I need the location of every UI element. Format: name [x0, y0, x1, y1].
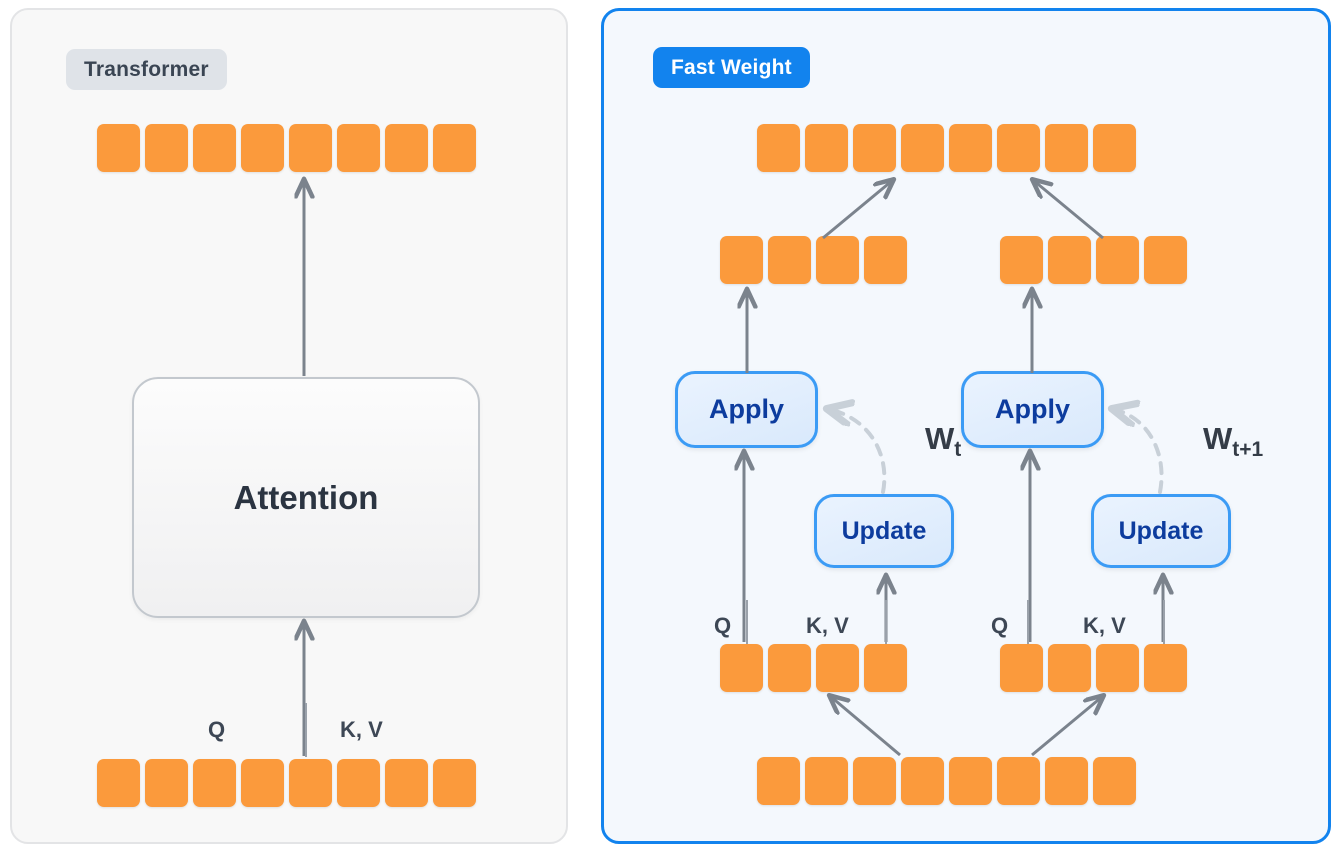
fast-weight-badge: Fast Weight	[653, 47, 810, 88]
token-block	[805, 757, 848, 805]
fast-weight-token-row-right	[1000, 644, 1187, 692]
token-block	[97, 759, 140, 807]
token-block	[1045, 124, 1088, 172]
weight-label-wt-sub: t	[954, 438, 962, 462]
token-block	[289, 124, 332, 172]
token-block	[241, 759, 284, 807]
fast-weight-output-token-row	[757, 124, 1136, 172]
token-block	[720, 644, 763, 692]
token-block	[97, 124, 140, 172]
token-block	[289, 759, 332, 807]
fast-weight-mid-row-right	[1000, 236, 1187, 284]
token-block	[1048, 236, 1091, 284]
token-block	[901, 124, 944, 172]
token-block	[1045, 757, 1088, 805]
token-block	[193, 759, 236, 807]
weight-label-wt-base: W	[925, 421, 955, 456]
token-block	[997, 124, 1040, 172]
fast-weight-q-label-left: Q	[714, 613, 732, 638]
attention-label: Attention	[233, 478, 379, 516]
token-block	[1144, 644, 1187, 692]
token-block	[193, 124, 236, 172]
token-block	[997, 757, 1040, 805]
token-block	[1096, 644, 1139, 692]
token-block	[720, 236, 763, 284]
fast-weight-input-token-row	[757, 757, 1136, 805]
fast-weight-kv-label-left: K, V	[806, 613, 849, 638]
token-block	[433, 124, 476, 172]
token-block	[757, 124, 800, 172]
token-block	[768, 644, 811, 692]
weight-label-wt1-sub: t+1	[1232, 438, 1264, 462]
token-block	[853, 124, 896, 172]
weight-label-wt1-base: W	[1203, 421, 1233, 456]
transformer-output-token-row	[97, 124, 476, 172]
token-block	[901, 757, 944, 805]
token-block	[1144, 236, 1187, 284]
token-block	[337, 124, 380, 172]
fast-weight-mid-row-left	[720, 236, 907, 284]
attention-box: Attention	[132, 377, 480, 618]
apply-node-left[interactable]: Apply	[675, 371, 818, 448]
fast-weight-q-label-right: Q	[991, 613, 1009, 638]
token-block	[1096, 236, 1139, 284]
fast-weight-kv-label-right: K, V	[1083, 613, 1126, 638]
fast-weight-token-row-left	[720, 644, 907, 692]
token-block	[864, 644, 907, 692]
update-node-left[interactable]: Update	[814, 494, 954, 568]
weight-label-wt1: Wt+1	[1203, 421, 1263, 462]
token-block	[1093, 757, 1136, 805]
transformer-kv-label: K, V	[340, 717, 383, 742]
transformer-q-label: Q	[208, 717, 226, 742]
token-block	[949, 757, 992, 805]
token-block	[853, 757, 896, 805]
token-block	[1000, 644, 1043, 692]
token-block	[816, 644, 859, 692]
token-block	[337, 759, 380, 807]
transformer-badge: Transformer	[66, 49, 227, 90]
token-block	[1048, 644, 1091, 692]
token-block	[433, 759, 476, 807]
token-block	[145, 759, 188, 807]
weight-label-wt: Wt	[925, 421, 961, 462]
token-block	[864, 236, 907, 284]
token-block	[1000, 236, 1043, 284]
transformer-input-token-row	[97, 759, 476, 807]
token-block	[816, 236, 859, 284]
token-block	[805, 124, 848, 172]
token-block	[385, 124, 428, 172]
token-block	[145, 124, 188, 172]
apply-node-right[interactable]: Apply	[961, 371, 1104, 448]
token-block	[768, 236, 811, 284]
token-block	[241, 124, 284, 172]
token-block	[757, 757, 800, 805]
token-block	[949, 124, 992, 172]
update-node-right[interactable]: Update	[1091, 494, 1231, 568]
token-block	[1093, 124, 1136, 172]
token-block	[385, 759, 428, 807]
